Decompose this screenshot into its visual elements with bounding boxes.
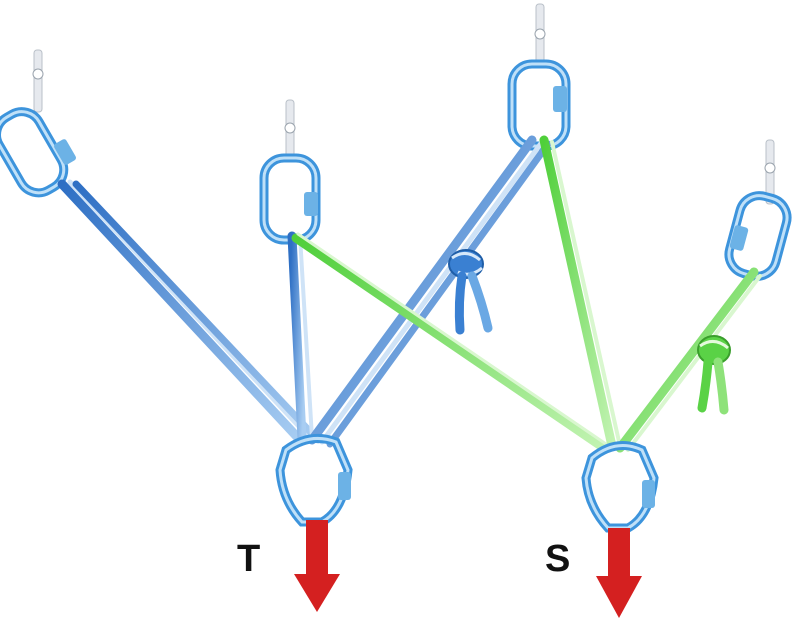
load-arrow-t: [294, 520, 340, 612]
master-carabiner-right: [581, 441, 659, 533]
load-arrow-s: [596, 528, 642, 618]
green-knot: [697, 335, 731, 415]
carabiner-anchor-4: [724, 191, 792, 281]
blue-knot: [448, 249, 493, 335]
load-label-t: T: [237, 538, 261, 580]
anchor-bolt-2: [284, 99, 296, 161]
master-carabiner-left: [275, 433, 353, 527]
carabiner-anchor-3: [507, 59, 571, 151]
anchor-bolt-4: [764, 139, 776, 205]
anchor-bolt-3: [534, 3, 546, 69]
blue-rope-system: [57, 135, 552, 448]
load-label-s: S: [545, 538, 571, 580]
anchor-bolt-1: [32, 49, 44, 113]
carabiner-anchor-2: [259, 153, 321, 245]
carabiner-anchor-1: [0, 107, 76, 198]
green-rope-system: [291, 135, 762, 453]
